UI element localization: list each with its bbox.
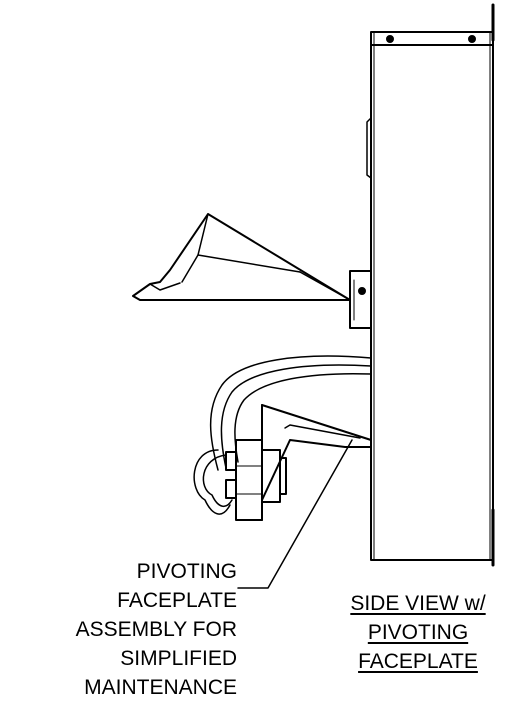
callout-line: ASSEMBLY FOR — [75, 618, 237, 641]
callout-label: PIVOTING FACEPLATE ASSEMBLY FOR SIMPLIFI… — [0, 557, 237, 702]
view-title-line: FACEPLATE — [358, 650, 478, 673]
cable-bundle — [193, 355, 372, 515]
connector-block — [225, 439, 287, 521]
upper-tray — [132, 213, 351, 301]
view-title-line: SIDE VIEW w/ — [350, 592, 486, 615]
enclosure-body — [366, 3, 495, 567]
hinge-bracket — [349, 270, 372, 329]
mounting-screw-icon — [386, 35, 476, 43]
callout-leader-line — [237, 439, 353, 589]
callout-line: SIMPLIFIED — [120, 647, 237, 670]
callout-line: MAINTENANCE — [84, 676, 237, 699]
callout-line: FACEPLATE — [117, 589, 237, 612]
view-title-line: PIVOTING — [367, 621, 469, 644]
callout-line: PIVOTING — [136, 560, 237, 583]
view-title: SIDE VIEW w/ PIVOTING FACEPLATE — [318, 589, 518, 676]
